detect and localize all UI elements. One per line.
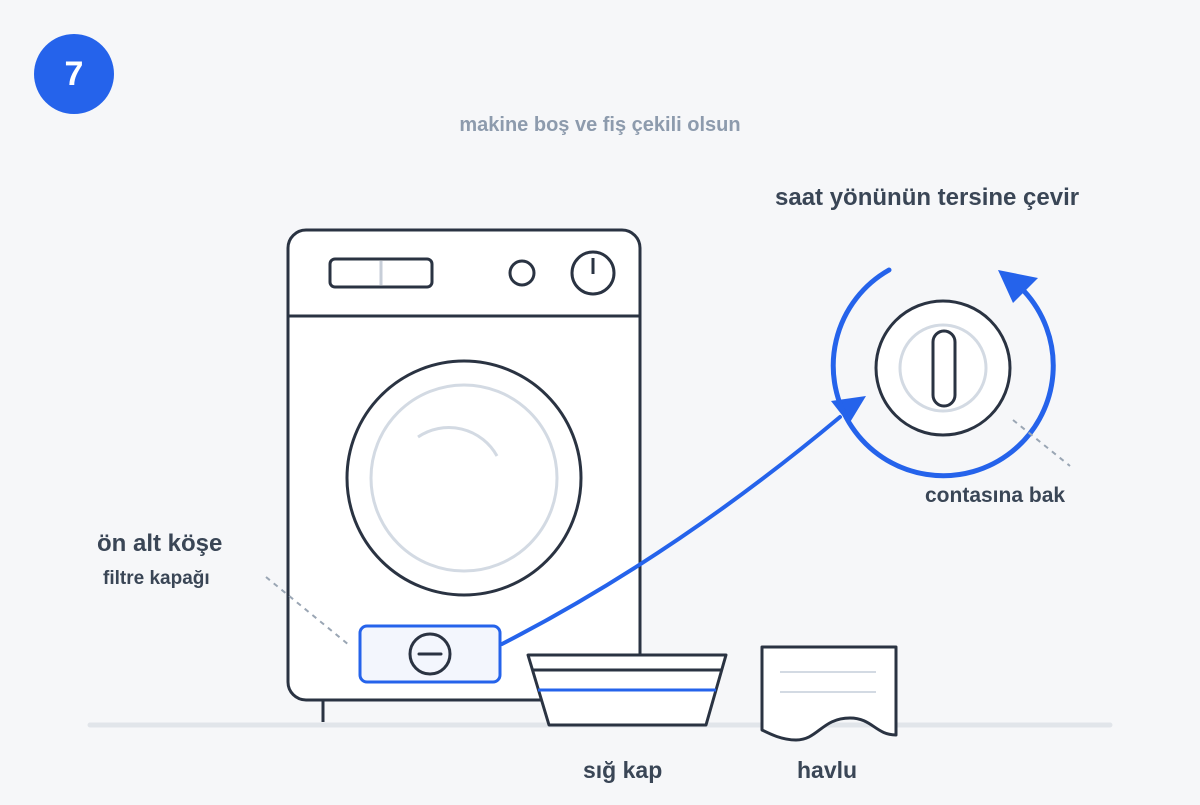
corner-label: ön alt köşe [97, 530, 223, 557]
towel-label: havlu [797, 757, 858, 783]
bowl-icon [526, 653, 728, 727]
zoomed-filter-cap [874, 299, 1012, 437]
filter-cap-icon [408, 632, 452, 676]
filter-leader-line [265, 576, 350, 646]
indicator-light [508, 259, 536, 287]
door-glare [417, 426, 499, 457]
seal-leader-line [1012, 419, 1071, 467]
detergent-drawer [328, 257, 434, 289]
program-dial [570, 250, 616, 296]
filter-cover-label: filtre kapağı [103, 568, 210, 589]
filter-cover [358, 624, 502, 684]
towel-icon [760, 645, 898, 742]
door [345, 359, 583, 597]
rotate-ccw-arrow-icon [830, 267, 1056, 479]
subtitle: makine boş ve fiş çekili olsun [459, 114, 741, 136]
washing-machine-icon [286, 228, 642, 722]
bowl-label: sığ kap [583, 757, 663, 783]
seal-check-label: contasına bak [925, 484, 1066, 507]
rotate-instruction-label: saat yönünün tersine çevir [775, 184, 1080, 211]
step-number-badge: 7 [34, 34, 114, 114]
